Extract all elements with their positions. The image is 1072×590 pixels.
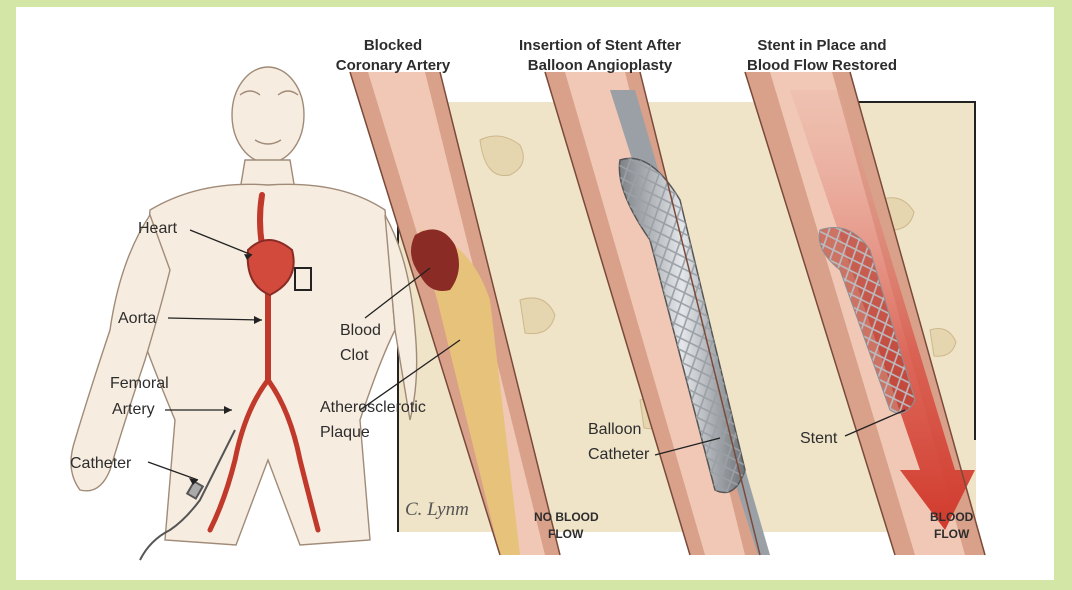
label-balloon-line2: Catheter — [588, 446, 650, 463]
label-plaque-line1: Atherosclerotic — [320, 399, 426, 416]
title-restored-line1: Stent in Place and — [757, 37, 886, 54]
artery-labels: Blood Clot Atherosclerotic Plaque Balloo… — [320, 322, 974, 541]
panel-titles: Blocked Coronary Artery Insertion of Ste… — [336, 37, 897, 74]
label-plaque-line2: Plaque — [320, 424, 370, 441]
label-clot-line1: Blood — [340, 322, 381, 339]
catheter-line — [139, 429, 236, 561]
human-body-figure — [70, 66, 418, 546]
label-flow-line2: FLOW — [934, 527, 970, 541]
label-clot-line2: Clot — [340, 347, 369, 364]
label-no-flow-line1: NO BLOOD — [534, 510, 599, 524]
label-flow-line1: BLOOD — [930, 510, 974, 524]
balloon-artery — [544, 71, 770, 556]
label-femoral-line1: Femoral — [110, 375, 169, 392]
label-catheter: Catheter — [70, 455, 132, 472]
right-arm — [70, 213, 171, 492]
blocked-artery — [349, 71, 561, 556]
label-balloon-line1: Balloon — [588, 421, 641, 438]
title-insertion-line1: Insertion of Stent After — [519, 37, 681, 54]
restored-artery — [744, 71, 986, 556]
head — [231, 66, 305, 164]
left-arm — [384, 214, 418, 421]
body-labels: Heart Aorta Femoral Artery Catheter — [70, 220, 178, 472]
blood-clot — [411, 229, 459, 291]
label-stent: Stent — [800, 430, 838, 447]
leader-lines — [147, 229, 906, 481]
title-blocked-line2: Coronary Artery — [336, 57, 451, 74]
femoral-vessel — [207, 377, 271, 533]
plaque-region — [420, 230, 520, 555]
detail-box — [294, 267, 312, 291]
title-insertion-line2: Balloon Angioplasty — [528, 57, 673, 74]
title-blocked-line1: Blocked — [364, 37, 422, 54]
label-femoral-line2: Artery — [112, 401, 155, 418]
stent-mesh — [818, 227, 916, 414]
label-no-flow-line2: FLOW — [548, 527, 584, 541]
artist-signature: C. Lynm — [405, 499, 469, 520]
balloon-catheter — [618, 157, 746, 494]
heart — [246, 239, 295, 297]
label-aorta: Aorta — [118, 310, 156, 327]
label-heart: Heart — [138, 220, 178, 237]
title-restored-line2: Blood Flow Restored — [747, 57, 897, 74]
vessel-system — [207, 192, 321, 533]
